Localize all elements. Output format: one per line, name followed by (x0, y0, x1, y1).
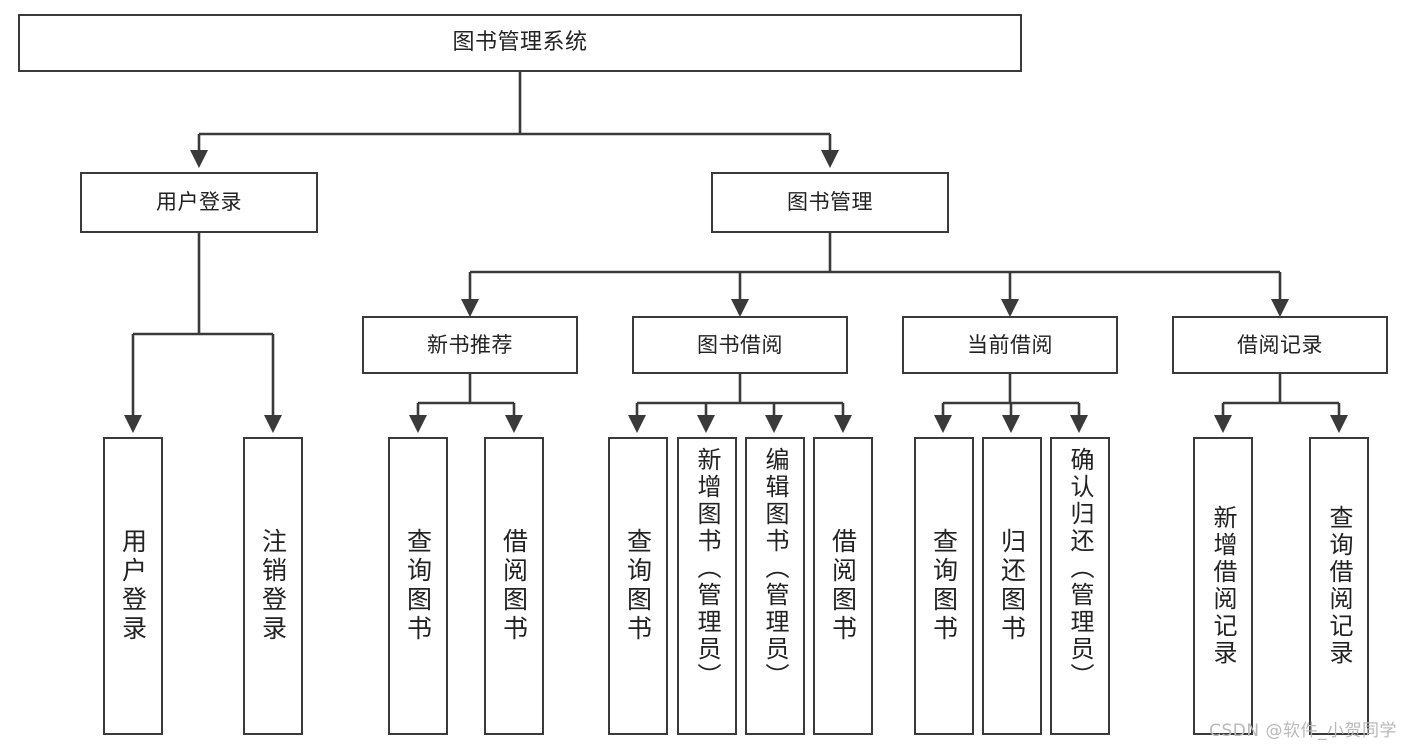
node-user-login[interactable]: 用户登录 (80, 172, 318, 233)
node-leaf-add-borrow-record[interactable]: 新增借阅记录 (1193, 437, 1253, 735)
node-label: 查询图书 (403, 528, 433, 644)
node-label: 借阅图书 (499, 528, 529, 644)
node-label: 新增借阅记录 (1209, 505, 1237, 667)
node-label: 借阅图书 (828, 528, 858, 644)
node-leaf-borrow-book-borrow[interactable]: 借阅图书 (813, 437, 873, 735)
node-leaf-logout-login[interactable]: 注销登录 (243, 437, 303, 735)
node-label: 注销登录 (258, 528, 288, 644)
node-label: 图书管理 (787, 190, 873, 215)
node-current-borrow[interactable]: 当前借阅 (902, 316, 1118, 374)
node-root-book-management-system[interactable]: 图书管理系统 (18, 14, 1022, 72)
node-book-borrow[interactable]: 图书借阅 (632, 316, 848, 374)
node-label: 新增图书（管理员） (693, 447, 721, 690)
node-label: 图书借阅 (697, 332, 783, 357)
node-leaf-user-login[interactable]: 用户登录 (103, 437, 163, 735)
node-new-book-recommend[interactable]: 新书推荐 (362, 316, 578, 374)
node-book-management[interactable]: 图书管理 (711, 172, 949, 233)
node-label: 新书推荐 (427, 332, 513, 357)
node-label: 借阅记录 (1237, 332, 1323, 357)
node-leaf-add-book-admin[interactable]: 新增图书（管理员） (677, 437, 737, 735)
node-label: 查询图书 (929, 528, 959, 644)
node-leaf-return-book[interactable]: 归还图书 (982, 437, 1042, 735)
node-leaf-confirm-return-admin[interactable]: 确认归还（管理员） (1050, 437, 1110, 735)
node-borrow-record[interactable]: 借阅记录 (1172, 316, 1388, 374)
node-leaf-query-book-current[interactable]: 查询图书 (914, 437, 974, 735)
node-label: 查询借阅记录 (1325, 505, 1353, 667)
node-leaf-query-borrow-record[interactable]: 查询借阅记录 (1309, 437, 1369, 735)
node-label: 图书管理系统 (452, 30, 588, 56)
node-leaf-edit-book-admin[interactable]: 编辑图书（管理员） (745, 437, 805, 735)
watermark: CSDN @软件_小贺同学 (1209, 721, 1397, 741)
node-leaf-query-book-recommend[interactable]: 查询图书 (388, 437, 448, 735)
node-leaf-borrow-book-recommend[interactable]: 借阅图书 (484, 437, 544, 735)
node-label: 编辑图书（管理员） (761, 447, 789, 690)
node-label: 用户登录 (118, 528, 148, 644)
node-label: 确认归还（管理员） (1066, 447, 1094, 690)
node-label: 用户登录 (156, 190, 242, 215)
node-label: 当前借阅 (967, 332, 1053, 357)
node-label: 归还图书 (997, 528, 1027, 644)
node-label: 查询图书 (623, 528, 653, 644)
node-leaf-query-book-borrow[interactable]: 查询图书 (608, 437, 668, 735)
